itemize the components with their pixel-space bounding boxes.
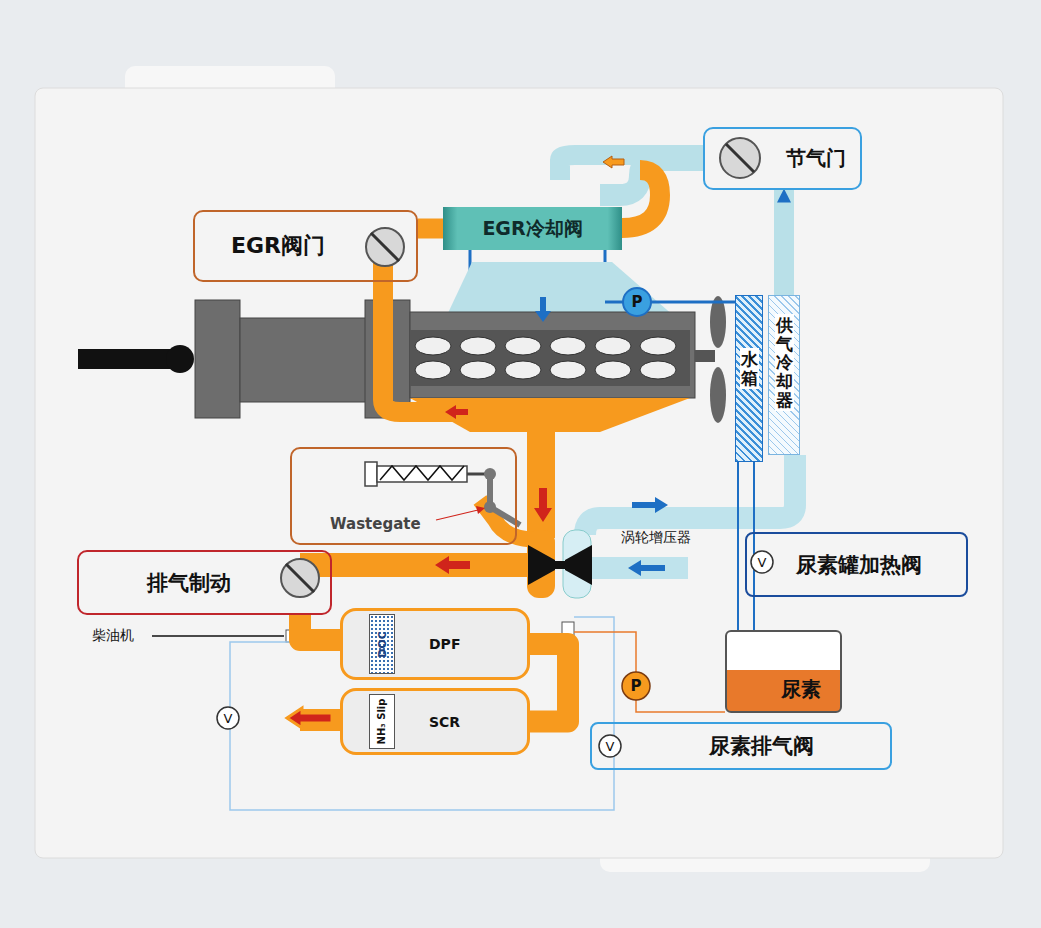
intake-pipe xyxy=(560,155,703,180)
component-box: 排气制动 xyxy=(77,550,332,615)
butterfly-valve xyxy=(720,138,760,178)
flow-arrow xyxy=(287,708,332,728)
component-box: DOC xyxy=(369,614,395,674)
pivot xyxy=(484,468,496,480)
boost-pipe xyxy=(585,455,795,535)
pivot xyxy=(484,501,496,513)
egr-pipe xyxy=(622,170,660,228)
turbine-housing xyxy=(527,530,555,598)
component-label: 尿素 xyxy=(781,676,821,703)
flow-arrow xyxy=(535,297,551,322)
air-inlet xyxy=(590,557,688,579)
component-box: EGR冷却阀 xyxy=(443,207,622,250)
flow-arrow xyxy=(534,488,552,522)
exhaust-pipe xyxy=(300,553,540,577)
component-box: Wastegate xyxy=(290,447,517,545)
cylinders xyxy=(415,337,676,379)
card xyxy=(35,88,1003,858)
flow-arrow xyxy=(445,405,468,419)
component-label: 供气冷却器 xyxy=(775,314,794,411)
flow-arrow xyxy=(435,556,470,574)
symbol-letter: V xyxy=(752,552,772,572)
urea-pump xyxy=(622,672,650,700)
cylinder-bank xyxy=(410,330,690,386)
component-label: SCR xyxy=(429,714,460,730)
symbol-letter: P xyxy=(625,290,649,314)
urea-line xyxy=(636,700,725,712)
flow-arrow xyxy=(628,560,665,576)
down-pipe xyxy=(527,428,555,538)
flow-arrow xyxy=(603,156,624,168)
urea-line xyxy=(574,632,636,672)
pipe-connector xyxy=(774,190,794,295)
component-box: SCR NH₃ Slip xyxy=(340,688,530,755)
component-box: 尿素排气阀 xyxy=(590,722,892,770)
component-box: 尿素罐加热阀 xyxy=(745,532,968,597)
component-label: NH₃ Slip xyxy=(377,699,388,745)
component-label: 排气制动 xyxy=(147,569,231,597)
pump-symbol xyxy=(623,288,651,316)
turbine-wheel xyxy=(528,545,555,585)
component-box: 水箱 xyxy=(735,295,763,462)
component-label: 尿素排气阀 xyxy=(709,732,814,760)
part-label: 柴油机 xyxy=(82,626,144,646)
component-label: EGR阀门 xyxy=(231,231,325,261)
leader-arrow xyxy=(476,506,485,514)
leader-line xyxy=(152,635,284,637)
compressor-wheel xyxy=(565,545,592,585)
component-box: EGR阀门 xyxy=(193,210,418,282)
butterfly-valve xyxy=(281,559,319,597)
component-box: 节气门 xyxy=(703,127,862,190)
turbo-shaft xyxy=(553,561,567,569)
component-label: 水箱 xyxy=(740,348,759,389)
component-label: 尿素罐加热阀 xyxy=(796,551,922,579)
valve-symbol xyxy=(217,707,239,729)
part-label: 涡轮增压器 xyxy=(610,527,702,549)
engine-block xyxy=(195,300,240,418)
valve-symbol xyxy=(751,551,773,573)
pipe-connector xyxy=(418,219,443,239)
component-box: NH₃ Slip xyxy=(369,694,395,749)
component-box: DPF DOC xyxy=(340,608,530,680)
valve-symbol xyxy=(599,735,621,757)
leader-line xyxy=(436,510,478,520)
fan-hub xyxy=(695,350,715,362)
component-box: 尿素 xyxy=(725,630,842,713)
symbol-letter: V xyxy=(218,708,238,728)
compressor-housing xyxy=(563,530,591,598)
component-label: DPF xyxy=(429,636,460,652)
egr-pipe xyxy=(383,262,470,412)
engine-block xyxy=(410,312,695,398)
symbol-letter: V xyxy=(600,736,620,756)
pipe-connector xyxy=(530,644,568,722)
pulley xyxy=(166,345,194,373)
fan-blade xyxy=(710,367,726,423)
component-box: 供气冷却器 xyxy=(768,295,800,455)
flow-arrow xyxy=(632,497,668,513)
component-label: DOC xyxy=(376,631,389,658)
butterfly-valve xyxy=(366,228,404,266)
component-label: EGR冷却阀 xyxy=(482,216,582,242)
fan-blade xyxy=(710,296,726,348)
pipe-connector xyxy=(300,615,340,640)
symbol-letter: P xyxy=(624,674,648,698)
component-label: 节气门 xyxy=(786,145,846,172)
component-label: Wastegate xyxy=(330,515,421,533)
